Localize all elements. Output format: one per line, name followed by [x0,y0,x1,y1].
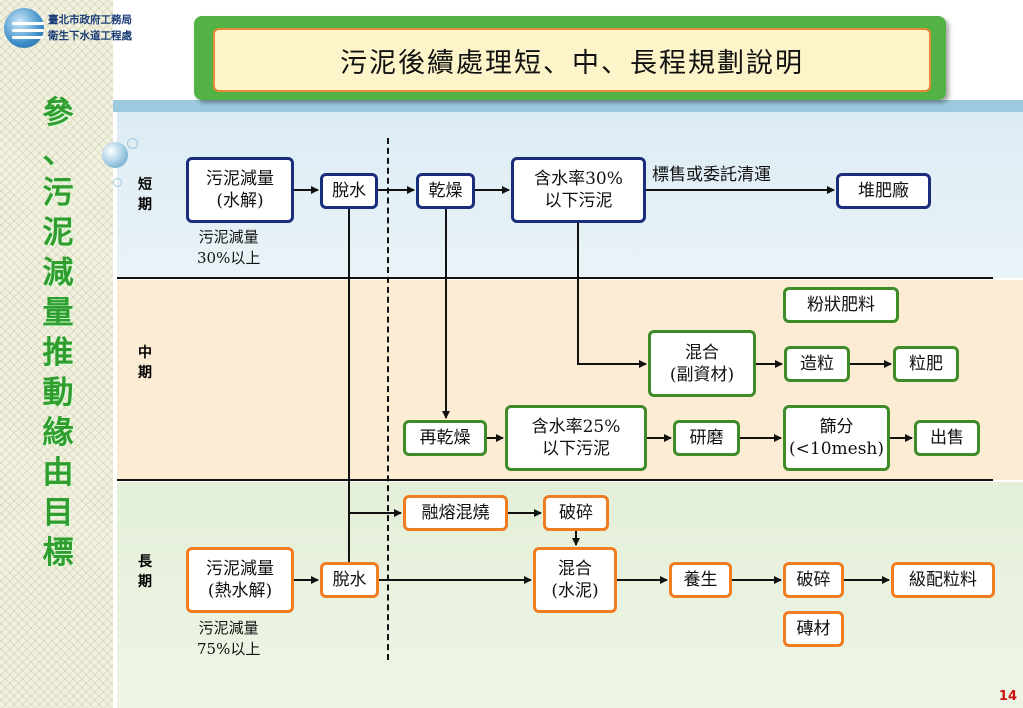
node-short-reduce: 污泥減量 (水解) [186,157,294,223]
agency-logo [4,8,44,48]
node-long-reduce: 污泥減量 (熱水解) [186,547,294,613]
node-short-dewater: 脫水 [320,173,378,209]
left-strip [0,0,113,708]
node-label: 粒肥 [909,354,943,374]
node-label: 混合 [558,559,592,579]
side-title-char: 量 [42,295,74,331]
side-title-char: 污 [42,175,74,211]
side-title-char: 標 [42,535,74,571]
period-mid: 中 期 [134,343,156,383]
side-title-char: 減 [42,255,74,291]
node-label: 級配粒料 [909,570,977,590]
note-line: 30%以上 [197,249,261,267]
node-granulate: 造粒 [784,346,850,382]
node-label: 混合 [685,342,719,363]
short-reduction-note: 污泥減量 30%以上 [197,227,260,269]
decor-bubble [113,178,122,187]
node-moisture25: 含水率25% 以下污泥 [505,405,647,471]
side-title-char: 由 [42,455,74,491]
side-title-char: 目 [42,495,74,531]
node-label: 乾燥 [428,181,463,201]
period-short-char: 期 [138,197,152,213]
node-label: 融熔混燒 [421,503,490,523]
node-label: 以下污泥 [542,439,610,459]
node-label: 磚材 [796,619,831,639]
node-label: 污泥減量 [206,169,274,189]
side-title-char: 泥 [42,215,74,251]
node-label: (熱水解) [207,581,273,601]
node-grind: 研磨 [673,420,740,456]
node-moisture30: 含水率30% 以下污泥 [511,157,646,223]
node-long-dewater: 脫水 [320,562,379,598]
side-title-char: 、 [42,135,74,171]
node-label: 含水率30% [534,169,623,189]
node-crush1: 破碎 [543,495,609,531]
node-aggregate: 級配粒料 [891,562,995,598]
decor-bubble [127,138,138,149]
node-melt: 融熔混燒 [403,495,508,531]
node-brick: 磚材 [783,611,844,647]
node-compost-plant: 堆肥廠 [836,173,931,209]
side-title: 參 、 污 泥 減 量 推 動 緣 由 目 標 [36,93,80,573]
node-crush2: 破碎 [783,562,844,598]
node-dry: 乾燥 [416,173,475,209]
node-label: 脫水 [332,570,367,590]
period-short-char: 短 [138,177,152,193]
node-label: 造粒 [800,354,834,374]
node-label: 出售 [930,428,964,448]
node-redry: 再乾燥 [403,420,487,456]
node-label: 再乾燥 [419,428,471,448]
node-powder-fertilizer: 粉狀肥料 [783,287,899,323]
decor-bubble [102,142,128,168]
node-label: (<10mesh) [789,439,884,459]
slide-title: 污泥後續處理短、中、長程規劃說明 [213,28,931,92]
divider-mid-long [117,479,993,481]
node-label: 堆肥廠 [858,181,909,201]
side-title-char: 參 [42,95,74,131]
node-label: (水解) [216,191,264,211]
org-name-line2: 衛生下水道工程處 [48,30,132,42]
node-mix-aux: 混合 (副資材) [648,330,756,397]
period-mid-char: 期 [138,365,152,381]
node-sell: 出售 [914,420,980,456]
node-label: 篩分 [819,417,854,437]
edge-label-sale: 標售或委託清運 [652,165,771,185]
period-long: 長 期 [134,552,156,592]
node-label: 以下污泥 [544,191,613,211]
period-mid-char: 中 [138,345,152,361]
long-reduction-note: 污泥減量 75%以上 [197,618,260,660]
period-short: 短 期 [134,175,156,215]
node-sieve: 篩分 (<10mesh) [783,405,890,471]
node-granular-fertilizer: 粒肥 [893,346,959,382]
node-label: 破碎 [796,570,831,590]
header-band [113,100,1023,112]
side-title-char: 推 [42,335,74,371]
node-label: 破碎 [559,503,593,523]
node-mix-cement: 混合 (水泥) [533,547,617,613]
page-number: 14 [998,689,1017,704]
org-name-line1: 臺北市政府工務局 [48,14,132,26]
node-label: 養生 [683,570,718,590]
node-label: 脫水 [332,181,366,201]
note-line: 污泥減量 [198,228,259,246]
side-title-char: 動 [42,375,74,411]
side-title-char: 緣 [42,415,74,451]
arrow-moisture30-to-mix [577,223,647,368]
period-long-char: 長 [138,554,152,570]
node-label: (副資材) [669,364,735,385]
dashed-divider [387,138,389,660]
node-label: 粉狀肥料 [807,295,875,315]
note-line: 75%以上 [197,640,261,658]
node-cure: 養生 [669,562,732,598]
node-label: 含水率25% [531,417,621,437]
node-label: 污泥減量 [206,559,274,579]
divider-short-mid [117,277,993,279]
note-line: 污泥減量 [198,619,259,637]
node-label: (水泥) [551,581,599,601]
node-label: 研磨 [689,428,724,448]
period-long-char: 期 [138,574,152,590]
